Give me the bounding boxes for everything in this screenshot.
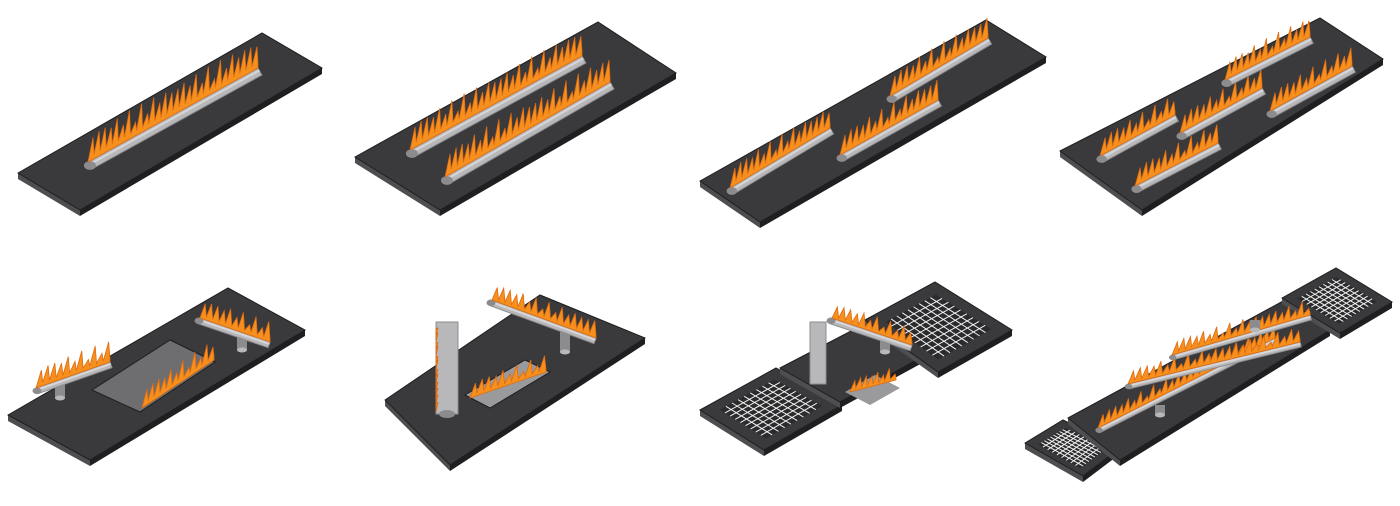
flame-icon xyxy=(1171,301,1311,356)
linear-burner xyxy=(1096,98,1180,163)
flame-icon xyxy=(444,59,611,178)
raised-burner xyxy=(194,303,271,349)
raised-burner-with-pan-icon xyxy=(6,287,307,466)
support-post xyxy=(237,336,247,353)
linear-burner xyxy=(1266,47,1357,118)
support-post xyxy=(560,332,570,355)
angled-burner-with-vertical-post-icon xyxy=(384,286,647,471)
angled-burner xyxy=(826,305,913,352)
flame-pan xyxy=(90,339,217,413)
flame-icon xyxy=(1179,69,1263,134)
linear-burner xyxy=(886,18,993,103)
support-post xyxy=(880,336,890,355)
linear-burner xyxy=(836,79,943,162)
flame-icon xyxy=(87,46,259,163)
base-plate xyxy=(699,19,1047,228)
support-post xyxy=(1250,320,1260,333)
vertical-burner-post xyxy=(809,321,827,385)
linear-burner xyxy=(726,111,835,195)
flame-icon xyxy=(1134,124,1219,187)
flame-icon xyxy=(729,111,831,189)
flame-icon xyxy=(1224,20,1311,81)
flame-icon xyxy=(1269,47,1353,112)
linear-burner xyxy=(1131,124,1222,193)
angled-burner xyxy=(486,286,597,345)
flame-icon xyxy=(141,344,215,409)
linear-burner xyxy=(83,46,263,170)
single-linear-burner-icon xyxy=(17,32,323,216)
flame-icon xyxy=(409,35,583,151)
linear-burner xyxy=(1221,20,1314,87)
support-post xyxy=(55,384,65,401)
crossed-burner xyxy=(1168,301,1313,361)
double-linear-burner-icon xyxy=(354,21,677,216)
flame-icon xyxy=(435,327,439,413)
flame-icon xyxy=(849,368,897,393)
flame-icon xyxy=(1127,329,1301,385)
flame-icon xyxy=(831,305,913,346)
raised-burner xyxy=(32,341,113,395)
flame-icon xyxy=(491,286,597,339)
crossed-burners-with-trays-icon xyxy=(1024,267,1393,482)
base-plate xyxy=(354,21,677,216)
linear-burner xyxy=(440,59,615,185)
flame-icon xyxy=(469,355,547,399)
vertical-burner-post xyxy=(435,321,459,415)
linear-burner xyxy=(1176,69,1267,140)
quad-linear-burner-icon xyxy=(1059,17,1384,216)
flame-icon xyxy=(1099,98,1176,157)
flame-icon xyxy=(199,303,271,343)
flame-icon xyxy=(889,18,989,97)
flame-icon xyxy=(35,341,111,389)
burner-with-mesh-trays-icon xyxy=(699,281,1013,456)
linear-burner xyxy=(405,35,587,158)
mesh-tray xyxy=(1024,419,1121,482)
support-post xyxy=(1155,405,1165,418)
crossed-burner xyxy=(1124,329,1302,390)
triple-linear-burner-icon xyxy=(699,18,1047,228)
